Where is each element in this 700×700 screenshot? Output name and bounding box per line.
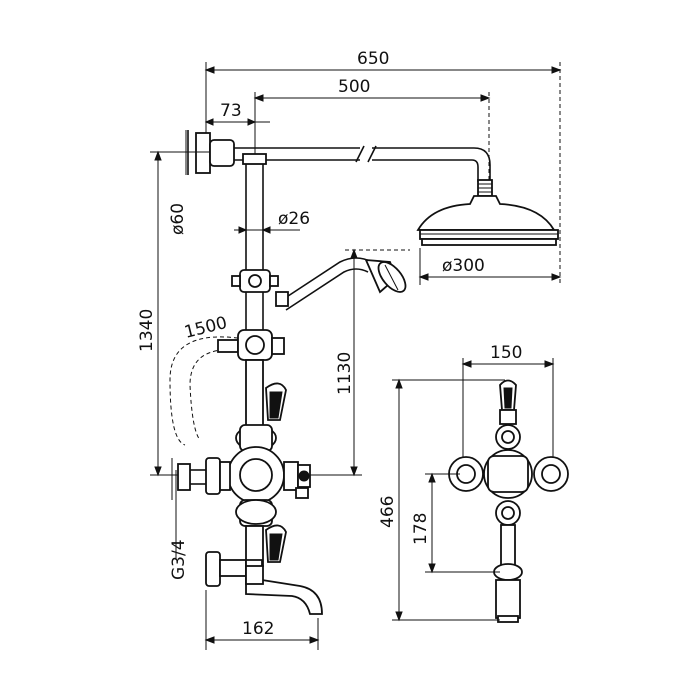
dim-466: 466 bbox=[378, 378, 505, 622]
inlet-flange: G3/4 bbox=[169, 458, 206, 580]
spout bbox=[205, 551, 323, 615]
dim-650: 650 bbox=[204, 49, 562, 285]
dim-650-label: 650 bbox=[357, 49, 389, 69]
hand-shower bbox=[281, 257, 407, 311]
shower-arm bbox=[234, 145, 491, 182]
dim-73: 73 bbox=[204, 101, 270, 126]
dim-60-label: ø60 bbox=[168, 203, 188, 235]
dim-162: 162 bbox=[204, 590, 320, 650]
wall-flange bbox=[187, 130, 235, 175]
dim-1340-label: 1340 bbox=[137, 309, 157, 352]
dim-466-label: 466 bbox=[378, 496, 398, 528]
riser-holder bbox=[231, 269, 289, 330]
dim-26-label: ø26 bbox=[278, 209, 310, 229]
dim-178-label: 178 bbox=[411, 513, 431, 545]
hose: 1500 bbox=[169, 313, 239, 446]
dim-500-label: 500 bbox=[338, 77, 370, 97]
dim-178: 178 bbox=[411, 472, 500, 574]
dim-1130-label: 1130 bbox=[335, 352, 355, 395]
shower-head bbox=[416, 179, 559, 246]
valve-body bbox=[205, 359, 311, 567]
dim-diameter-300: ø300 bbox=[418, 248, 562, 285]
dim-162-label: 162 bbox=[242, 619, 274, 639]
dim-1130: 1130 bbox=[310, 248, 410, 477]
dim-diameter-60: ø60 bbox=[168, 130, 188, 235]
dim-150-label: 150 bbox=[490, 343, 522, 363]
dim-1500-label: 1500 bbox=[182, 313, 229, 343]
dim-g34-label: G3/4 bbox=[169, 539, 189, 580]
hose-connector bbox=[217, 329, 285, 361]
front-view-valve: 150 bbox=[448, 343, 569, 623]
riser-pipe bbox=[242, 153, 267, 270]
dim-1340: 1340 bbox=[137, 150, 210, 477]
dim-300-label: ø300 bbox=[442, 256, 485, 276]
dim-500: 500 bbox=[253, 77, 491, 190]
dim-diameter-26: ø26 bbox=[234, 209, 310, 234]
dim-73-label: 73 bbox=[220, 101, 242, 121]
